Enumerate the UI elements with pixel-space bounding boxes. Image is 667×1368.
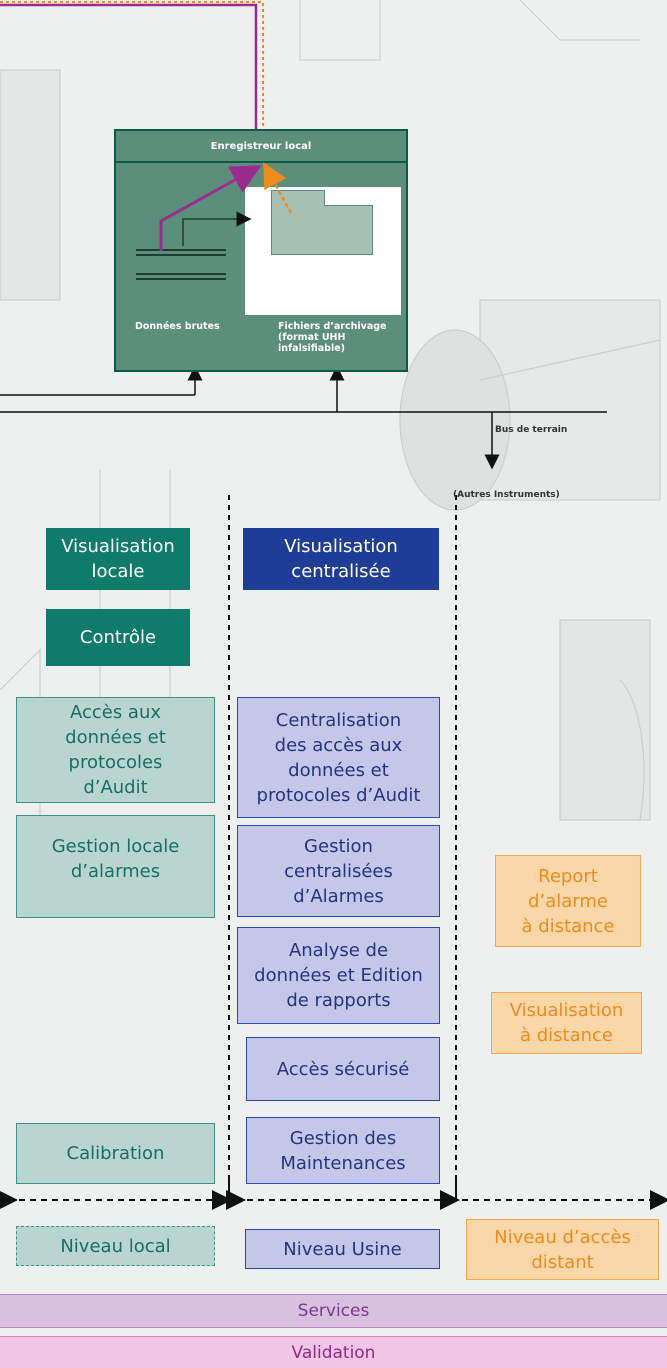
bus-label: Bus de terrain (495, 425, 568, 435)
raw-data-label: Données brutes (135, 321, 220, 332)
validation-band: Validation (0, 1336, 667, 1368)
local-level: Niveau local (16, 1226, 215, 1266)
archive-panel (245, 187, 401, 315)
central-secure-access: Accès sécurisé (246, 1037, 440, 1101)
factory-illustration (0, 0, 661, 900)
local-calibration: Calibration (16, 1123, 215, 1184)
recorder-arrows (159, 162, 293, 251)
services-band: Services (0, 1294, 667, 1328)
folder-icon (271, 190, 373, 255)
local-controle: Contrôle (46, 609, 190, 666)
archive-label: Fichiers d’archivage (format UHH infalsi… (278, 321, 387, 354)
central-level: Niveau Usine (245, 1229, 440, 1269)
local-recorder: Enregistreur local Données brutes Fichie… (114, 129, 408, 372)
raw-data-lines (136, 249, 226, 285)
recorder-title: Enregistreur local (210, 140, 312, 152)
instruments-label: (Autres Instruments) (453, 490, 560, 500)
